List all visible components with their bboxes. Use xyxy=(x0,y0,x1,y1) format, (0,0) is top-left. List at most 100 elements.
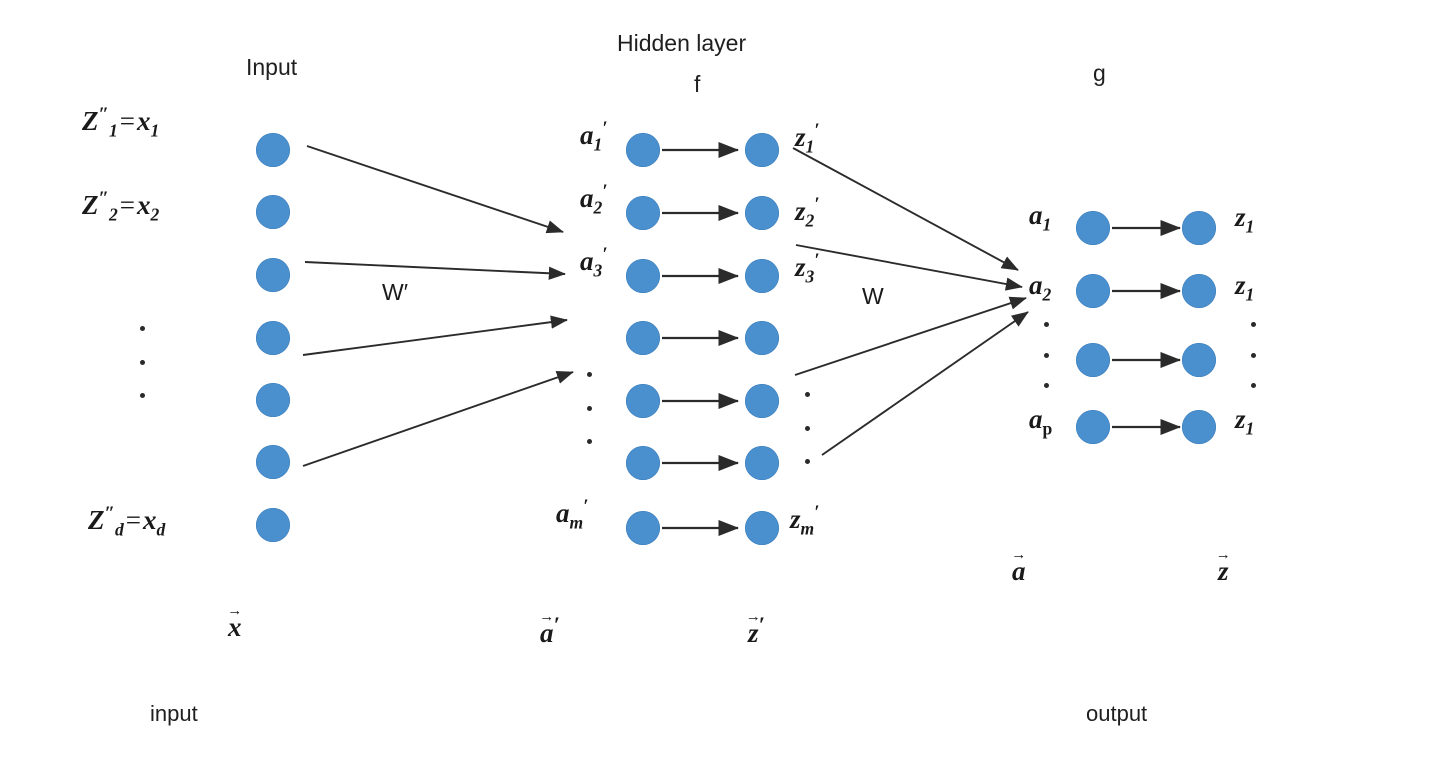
hidden-z-label-3-prime: ′ xyxy=(814,250,820,271)
input-label-2-rhs-sub: 2 xyxy=(150,204,160,225)
hidden-z-label-1-base: z xyxy=(795,122,806,152)
output-a-label-p: ap xyxy=(1029,406,1052,438)
vector-a-prime-base: a xyxy=(540,618,554,648)
hidden-a-label-2-sub: 2 xyxy=(593,197,603,218)
input-label-2-eq: = xyxy=(119,190,135,220)
output-a-label-1: a1 xyxy=(1029,202,1051,234)
input-label-1-dprime: ″ xyxy=(98,104,109,125)
hidden-z-label-1-sub: 1 xyxy=(805,136,815,157)
hidden-a-label-3-sub: 3 xyxy=(593,260,603,281)
hidden-a-label-m: am′ xyxy=(556,496,589,533)
input-label-1: Z″1=x1 xyxy=(82,104,160,141)
output-a-node-2 xyxy=(1076,274,1110,308)
hidden-z-label-m: zm′ xyxy=(790,503,819,539)
output-z-label-3-base: z xyxy=(1235,404,1246,434)
hidden-z-ellipsis xyxy=(805,392,810,464)
vector-x-accent: → xyxy=(227,603,243,619)
output-a-label-1-sub: 1 xyxy=(1042,214,1052,235)
input-label-1-eq: = xyxy=(119,106,135,136)
hidden-a-label-1-sub: 1 xyxy=(593,134,603,155)
hidden-a-node-2 xyxy=(626,196,660,230)
header-output-activation-g: g xyxy=(1093,60,1106,86)
input-label-1-sub: 1 xyxy=(108,120,118,141)
vector-a-prime-mark: ′ xyxy=(553,612,560,637)
output-a-label-2-base: a xyxy=(1029,270,1043,300)
output-row-arrows xyxy=(1112,219,1182,436)
input-node-7 xyxy=(256,508,290,542)
hidden-z-node-5 xyxy=(745,384,779,418)
weight-label-w: W xyxy=(862,283,884,309)
vector-label-z-prime: → z ′ xyxy=(745,609,765,649)
hidden-a-label-2: a2′ xyxy=(580,181,608,218)
vector-a-prime-accent: → xyxy=(539,609,555,625)
hidden-a-label-2-base: a xyxy=(580,183,594,213)
hidden-a-label-1: a1′ xyxy=(580,119,608,155)
hidden-a-node-6 xyxy=(626,446,660,480)
output-a-ellipsis xyxy=(1044,322,1049,388)
hidden-z-label-3-sub: 3 xyxy=(805,266,815,287)
vector-z-prime-accent: → xyxy=(745,609,761,625)
output-z-label-2-base: z xyxy=(1235,270,1246,300)
hidden-z-node-4 xyxy=(745,321,779,355)
output-z-label-2: z1 xyxy=(1235,272,1254,304)
output-a-node-4 xyxy=(1076,410,1110,444)
output-z-label-3-sub: 1 xyxy=(1245,418,1255,439)
input-label-2-dprime: ″ xyxy=(98,188,109,209)
hidden-a-label-2-prime: ′ xyxy=(602,181,608,202)
header-hidden-layer: Hidden layer xyxy=(617,30,747,56)
output-z-node-1 xyxy=(1182,211,1216,245)
input-label-d: Z″d=xd xyxy=(88,503,166,540)
hidden-a-node-3 xyxy=(626,259,660,293)
hidden-a-label-3: a3′ xyxy=(580,244,608,281)
hidden-z-label-2-prime: ′ xyxy=(814,194,820,215)
vector-z-base: z xyxy=(1218,556,1229,586)
hidden-z-label-m-sub: m xyxy=(800,518,815,539)
vector-label-z: → z xyxy=(1216,547,1231,587)
hidden-a-label-m-base: a xyxy=(556,498,570,528)
output-z-label-1: z1 xyxy=(1235,204,1254,236)
output-z-node-2 xyxy=(1182,274,1216,308)
hidden-a-node-1 xyxy=(626,133,660,167)
vector-a-base: a xyxy=(1012,556,1026,586)
input-label-d-base: Z xyxy=(88,505,105,535)
hidden-z-node-6 xyxy=(745,446,779,480)
hidden-a-label-1-base: a xyxy=(580,120,594,150)
header-input: Input xyxy=(246,54,298,80)
header-hidden-activation-f: f xyxy=(694,71,701,97)
hidden-z-label-1-prime: ′ xyxy=(814,120,820,141)
vector-label-a: → a xyxy=(1011,547,1026,587)
input-label-d-rhs-sub: d xyxy=(156,519,166,540)
hidden-z-node-2 xyxy=(745,196,779,230)
input-node-6 xyxy=(256,445,290,479)
hidden-a-label-m-sub: m xyxy=(569,512,584,533)
w-connections xyxy=(792,147,1029,456)
hidden-a-node-4 xyxy=(626,321,660,355)
output-z-label-1-base: z xyxy=(1235,202,1246,232)
input-label-2-rhs: x xyxy=(136,190,151,220)
vector-a-accent: → xyxy=(1011,547,1027,563)
output-a-label-p-sub: p xyxy=(1042,418,1053,439)
hidden-z-label-2-base: z xyxy=(795,196,806,226)
input-ellipsis xyxy=(140,326,145,398)
input-label-1-rhs-sub: 1 xyxy=(150,120,160,141)
footer-input: input xyxy=(150,701,198,726)
output-a-label-2: a2 xyxy=(1029,272,1051,304)
output-a-label-2-sub: 2 xyxy=(1042,284,1052,305)
hidden-z-node-3 xyxy=(745,259,779,293)
hidden-z-label-m-base: z xyxy=(790,504,801,534)
hidden-a-node-7 xyxy=(626,511,660,545)
vector-z-prime-mark: ′ xyxy=(758,612,765,637)
output-z-label-3: z1 xyxy=(1235,406,1254,438)
hidden-a-label-3-prime: ′ xyxy=(602,244,608,265)
input-label-d-dprime: ″ xyxy=(104,503,115,524)
hidden-a-node-5 xyxy=(626,384,660,418)
input-label-d-sub: d xyxy=(114,519,124,540)
vector-z-prime-base: z xyxy=(748,618,759,648)
hidden-a-label-m-prime: ′ xyxy=(583,496,589,517)
hidden-z-label-3: z3′ xyxy=(795,250,820,287)
w-prime-connections xyxy=(302,145,574,467)
input-label-1-rhs: x xyxy=(136,106,151,136)
output-a-node-3 xyxy=(1076,343,1110,377)
